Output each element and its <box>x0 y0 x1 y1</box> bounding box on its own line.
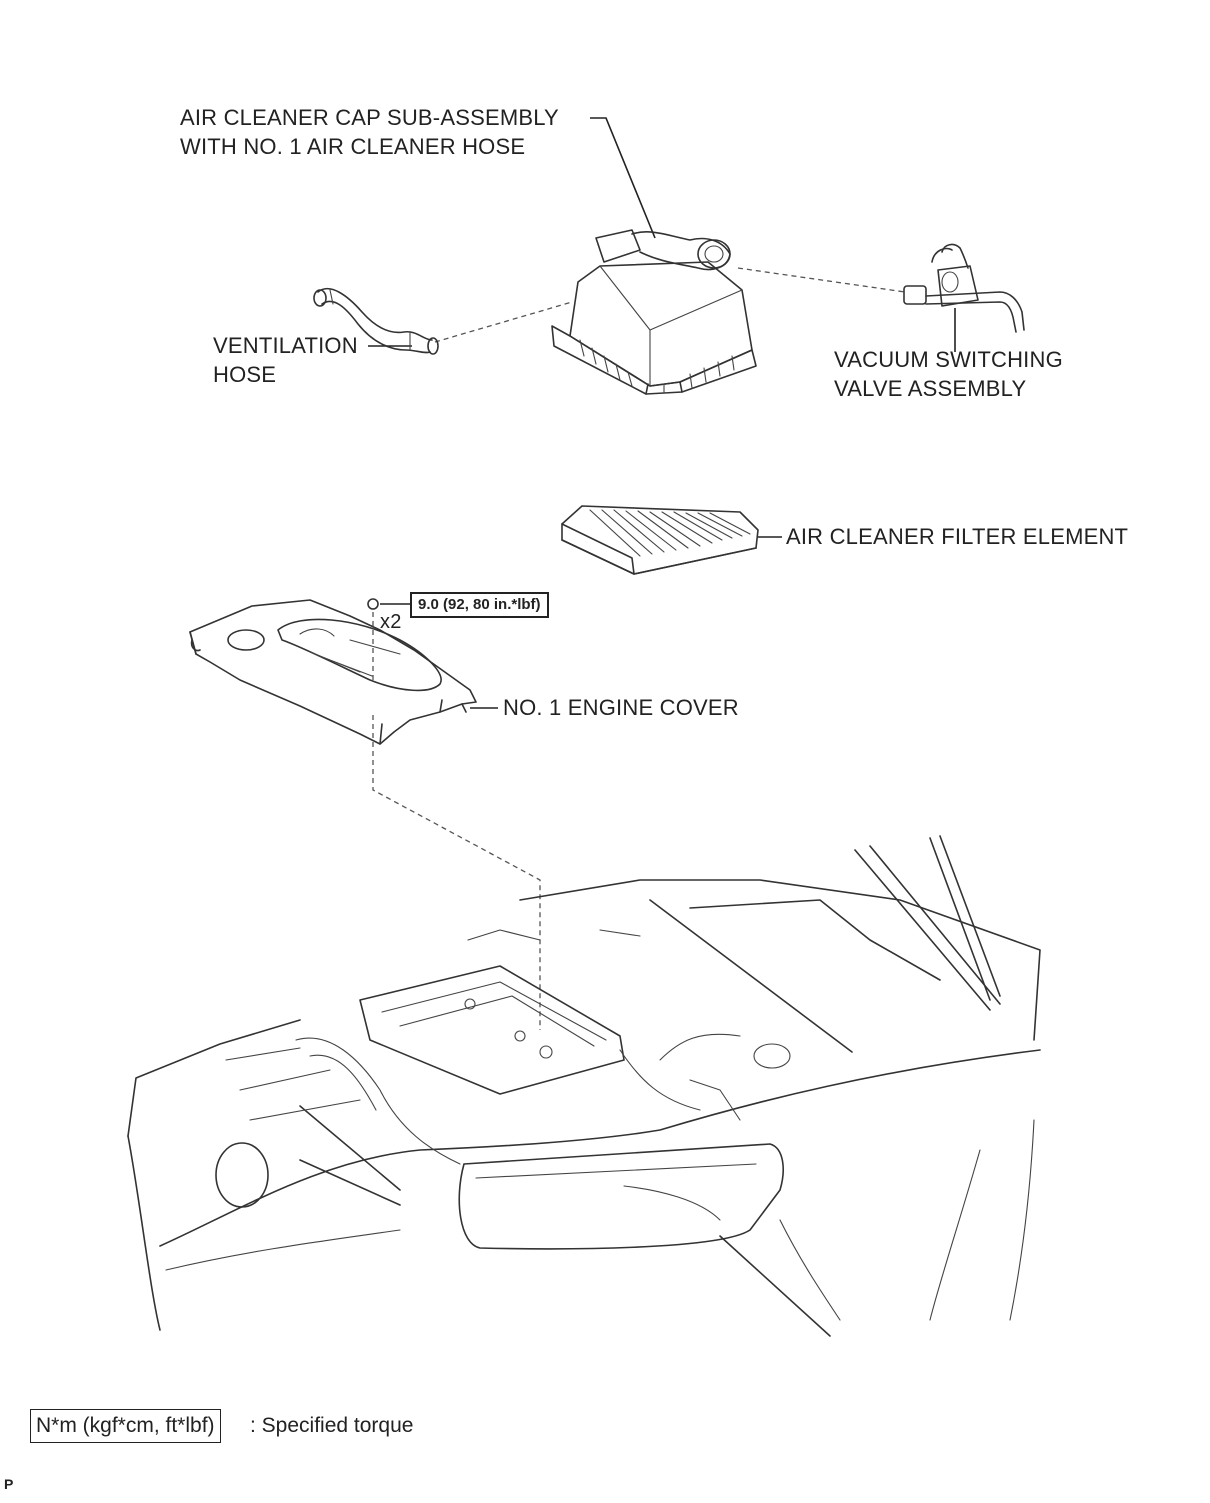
page-letter: P <box>4 1476 14 1492</box>
assembly-lines <box>372 267 906 1030</box>
legend-unit-box: N*m (kgf*cm, ft*lbf) <box>30 1409 221 1443</box>
filter-element-label: AIR CLEANER FILTER ELEMENT <box>786 524 1129 549</box>
ventilation-hose-drawing <box>313 287 439 355</box>
filter-element-drawing <box>561 505 759 575</box>
leader-lines <box>368 117 956 709</box>
vacuum-valve-label-line2: VALVE ASSEMBLY <box>834 376 1027 401</box>
vacuum-valve-label-line1: VACUUM SWITCHING <box>834 347 1063 372</box>
torque-spec-box: 9.0 (92, 80 in.*lbf) <box>410 592 549 618</box>
leader-air-cleaner-cap <box>590 117 656 239</box>
vacuum-valve-drawing <box>903 243 1025 333</box>
quantity-label: x2 <box>380 611 402 633</box>
air-cleaner-cap-label-line2: WITH NO. 1 AIR CLEANER HOSE <box>180 134 526 159</box>
ventilation-hose-label-line1: VENTILATION <box>213 333 358 358</box>
nut-icon <box>367 598 379 610</box>
air-cleaner-cap-drawing <box>551 229 757 395</box>
vehicle-front-drawing <box>127 835 1041 1337</box>
ventilation-hose-label-line2: HOSE <box>213 362 277 387</box>
engine-cover-label: NO. 1 ENGINE COVER <box>503 695 739 720</box>
air-cleaner-cap-label-line1: AIR CLEANER CAP SUB-ASSEMBLY <box>180 105 559 130</box>
legend-description: : Specified torque <box>250 1414 414 1437</box>
engine-cover-drawing <box>189 598 477 745</box>
